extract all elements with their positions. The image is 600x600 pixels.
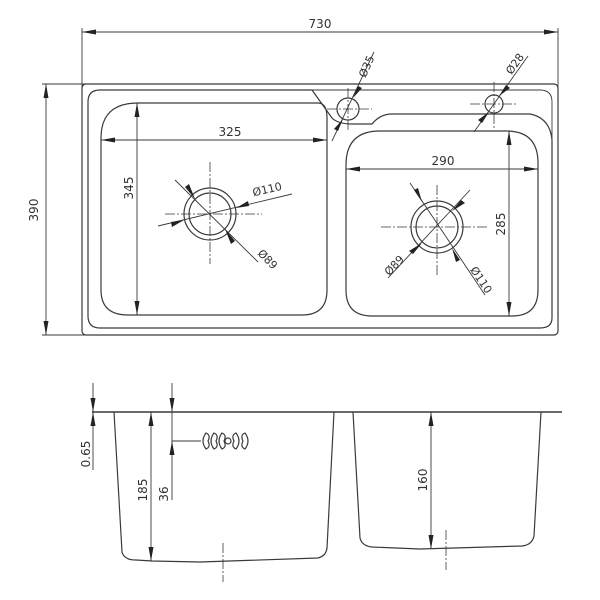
dimension-left-bowl-depth: 185: [136, 412, 154, 561]
left-bowl-width-label: 325: [219, 125, 242, 139]
accessory-hole-label: Ø28: [503, 51, 527, 77]
left-drain: Ø110 Ø89: [157, 162, 293, 272]
right-bowl-depth-label: 285: [494, 213, 508, 236]
faucet-hole: Ø35: [327, 51, 377, 142]
left-bowl-outline: [100, 102, 328, 316]
left-drain-inner-label: Ø89: [255, 247, 280, 272]
left-bowl-depth-side-label: 185: [136, 479, 150, 502]
right-bowl-width-label: 290: [432, 154, 455, 168]
accessory-hole: Ø28: [470, 51, 529, 133]
right-bowl-depth-side-label: 160: [416, 469, 430, 492]
right-bowl-outline: [345, 130, 539, 317]
right-drain-inner-label: Ø89: [382, 253, 407, 278]
right-bowl-profile: [352, 411, 542, 550]
dimension-overall-depth: 390: [27, 83, 140, 336]
side-section-view: 0.65 185 36: [79, 383, 562, 582]
left-bowl-depth-label: 345: [122, 177, 136, 200]
faucet-hole-label: Ø35: [356, 54, 377, 80]
overflow-slots-icon: [202, 432, 249, 450]
right-drain-outer-label: Ø110: [467, 264, 494, 296]
dimension-overflow-height: 36: [157, 383, 201, 502]
sheet-thickness-label: 0.65: [79, 441, 93, 468]
top-view: 730 390 325 345: [27, 17, 559, 336]
sink-outer-rim: [81, 83, 559, 336]
overflow-height-label: 36: [157, 486, 171, 501]
right-bowl: 290 285 Ø89 Ø110: [345, 130, 539, 317]
dimension-sheet-thickness: 0.65: [79, 383, 96, 470]
dimension-right-bowl-depth: 160: [416, 412, 434, 549]
overall-width-label: 730: [309, 17, 332, 31]
left-drain-outer-label: Ø110: [251, 180, 283, 199]
right-drain: Ø89 Ø110: [381, 182, 495, 296]
left-bowl: 325 345 Ø110 Ø89: [100, 102, 328, 316]
left-bowl-profile: [113, 411, 335, 563]
overall-depth-label: 390: [27, 199, 41, 222]
